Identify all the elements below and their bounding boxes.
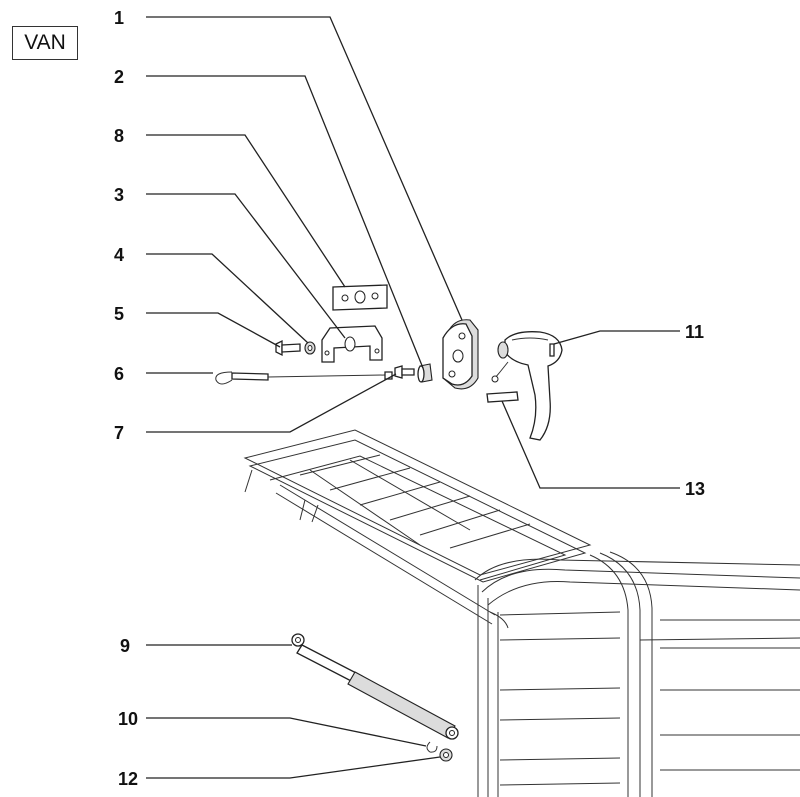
callout-2: 2	[114, 67, 124, 87]
callout-9: 9	[120, 636, 130, 656]
callout-1: 1	[114, 8, 124, 28]
leader-7	[146, 373, 397, 433]
leader-4	[146, 253, 309, 344]
leader-11	[553, 330, 680, 345]
callout-13: 13	[685, 479, 705, 499]
model-tag-box: VAN	[12, 26, 78, 60]
callout-numbers: 1 2 8 3 4 5 6 7 11 13 9 10 12	[114, 8, 705, 789]
part-1-base-plate	[442, 319, 479, 390]
part-2-bushing	[417, 363, 433, 383]
part-6-cable-hook	[215, 371, 393, 385]
part-7-screw	[394, 365, 415, 379]
leader-8	[146, 134, 346, 288]
leader-lines	[146, 16, 680, 779]
leader-10	[146, 717, 427, 747]
part-9-gas-strut	[291, 633, 459, 740]
leader-3	[146, 193, 346, 339]
leader-1	[146, 16, 463, 321]
leader-5	[146, 312, 281, 348]
part-10-clip	[426, 741, 438, 753]
callout-11: 11	[685, 322, 704, 342]
part-13-pin	[486, 391, 519, 403]
callout-6: 6	[114, 364, 124, 384]
callout-12: 12	[118, 769, 138, 789]
callout-4: 4	[114, 245, 124, 265]
callout-10: 10	[118, 709, 138, 729]
part-11-handle	[491, 331, 563, 441]
callout-3: 3	[114, 185, 124, 205]
leader-13	[501, 400, 680, 489]
callout-8: 8	[114, 126, 124, 146]
leader-12	[146, 756, 441, 779]
part-4-washer	[304, 341, 316, 355]
part-3-bracket	[321, 325, 383, 363]
callout-5: 5	[114, 304, 124, 324]
part-5-bolt	[275, 339, 301, 357]
callout-7: 7	[114, 423, 124, 443]
van-body	[243, 429, 800, 797]
model-tag-text: VAN	[24, 31, 66, 54]
leader-2	[146, 75, 424, 369]
part-8-plate	[332, 284, 388, 311]
part-12-washer	[439, 748, 453, 762]
